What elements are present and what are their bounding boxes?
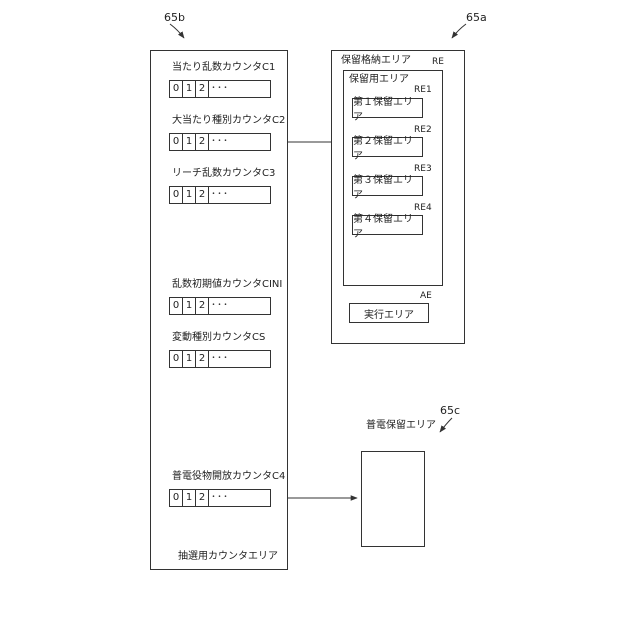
counter-label-c4: 普電役物開放カウンタC4 [172,472,285,482]
counter-cell: 1 [183,490,196,506]
counter-slots-c2: 0 1 2 ･･･ [169,133,271,151]
counter-cell: 2 [196,187,209,203]
ref-65c: 65c [440,405,460,416]
exec-area: 実行エリア [349,303,429,323]
counter-cell: 0 [170,490,183,506]
hold-area-title: 保留用エリア [349,75,409,85]
counter-cell: 2 [196,298,209,314]
counter-cell: 1 [183,134,196,150]
counter-slots-c1: 0 1 2 ･･･ [169,80,271,98]
counter-cell: 1 [183,351,196,367]
ref-65c-arrow [440,418,452,432]
counter-continuation: ･･･ [209,81,270,97]
counter-continuation: ･･･ [209,134,270,150]
ref-re: RE [432,58,444,67]
counter-cell: 2 [196,351,209,367]
hold-storage-title: 保留格納エリア [341,56,411,66]
counter-cell: 0 [170,351,183,367]
counter-cell: 1 [183,81,196,97]
counter-cell: 0 [170,298,183,314]
general-hold-title: 普電保留エリア [366,421,436,431]
ref-re2: RE2 [414,126,432,135]
counter-cell: 2 [196,134,209,150]
hold-area-2: 第２保留エリア [352,137,423,157]
counter-slots-cini: 0 1 2 ･･･ [169,297,271,315]
counter-continuation: ･･･ [209,490,270,506]
counter-continuation: ･･･ [209,187,270,203]
hold-area-4: 第４保留エリア [352,215,423,235]
ref-re3: RE3 [414,165,432,174]
counter-label-c2: 大当たり種別カウンタC2 [172,116,285,126]
general-hold-box [361,451,425,547]
ref-65a: 65a [466,12,487,23]
hold-area-3: 第３保留エリア [352,176,423,196]
counter-cell: 0 [170,187,183,203]
counter-cell: 1 [183,298,196,314]
counter-continuation: ･･･ [209,298,270,314]
counter-area-title: 抽選用カウンタエリア [178,552,278,562]
counter-cell: 0 [170,134,183,150]
counter-cell: 2 [196,490,209,506]
ref-re1: RE1 [414,86,432,95]
counter-continuation: ･･･ [209,351,270,367]
counter-cell: 2 [196,81,209,97]
counter-slots-c3: 0 1 2 ･･･ [169,186,271,204]
counter-slots-c4: 0 1 2 ･･･ [169,489,271,507]
hold-area-1: 第１保留エリア [352,98,423,118]
counter-cell: 1 [183,187,196,203]
counter-label-c3: リーチ乱数カウンタC3 [172,169,275,179]
counter-cell: 0 [170,81,183,97]
ref-65b: 65b [164,12,185,23]
counter-label-cini: 乱数初期値カウンタCINI [172,280,282,290]
ref-re4: RE4 [414,204,432,213]
ref-ae: AE [420,292,432,301]
counter-label-cs: 変動種別カウンタCS [172,333,265,343]
ref-65a-arrow [452,24,466,38]
counter-slots-cs: 0 1 2 ･･･ [169,350,271,368]
ref-65b-arrow [170,24,184,38]
counter-label-c1: 当たり乱数カウンタC1 [172,63,275,73]
